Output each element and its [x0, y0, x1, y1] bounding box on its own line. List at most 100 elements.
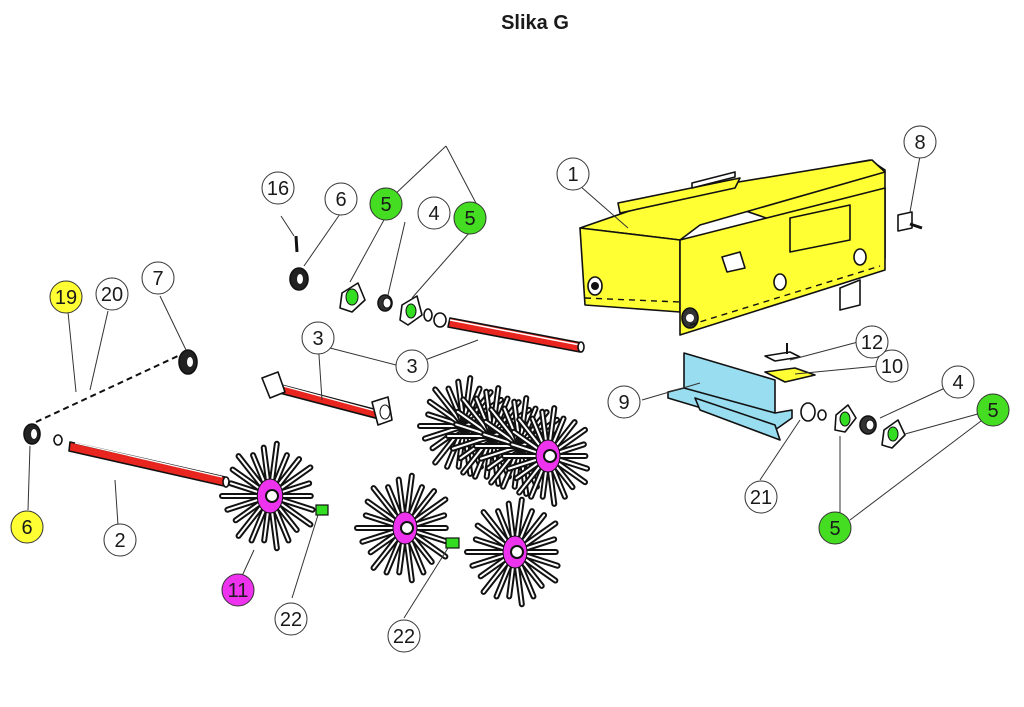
- callout-number: 3: [406, 356, 417, 378]
- callout-number: 6: [335, 189, 346, 211]
- callout-circle: [976, 393, 1010, 427]
- callout-number: 10: [881, 356, 903, 378]
- callout-number: 1: [567, 164, 578, 186]
- spacer-middle: [445, 537, 460, 549]
- callout-5: 5: [369, 187, 403, 221]
- callout-7: 7: [141, 261, 175, 295]
- callout-circle: [369, 187, 403, 221]
- callout-2: 2: [103, 523, 137, 557]
- rotor-bore: [543, 449, 557, 463]
- callout-number: 4: [952, 372, 963, 394]
- sprocket-small-left: [23, 423, 63, 446]
- sprocket-large: [178, 349, 198, 375]
- rotor-bore: [400, 521, 414, 535]
- callout-circle: [221, 573, 255, 607]
- callout-10: 10: [875, 349, 909, 383]
- chain: [35, 354, 181, 423]
- middle-shaft: [261, 371, 393, 426]
- callout-circle: [453, 201, 487, 235]
- leader-lines: [27, 145, 986, 619]
- callout-number: 22: [280, 609, 302, 631]
- callout-number: 19: [55, 287, 77, 309]
- callout-19: 19: [49, 280, 83, 314]
- callout-22: 22: [274, 602, 308, 636]
- callout-number: 5: [987, 400, 998, 422]
- callout-1: 1: [556, 157, 590, 191]
- callout-number: 5: [464, 208, 475, 230]
- flange-bearing-lower-right: [881, 419, 906, 449]
- callout-circle: [941, 365, 975, 399]
- callout-number: 11: [228, 580, 249, 602]
- callout-number: 21: [750, 487, 772, 509]
- callout-number: 22: [393, 626, 415, 648]
- callout-circle: [903, 125, 937, 159]
- figure-title: Slika G: [501, 12, 569, 34]
- callout-number: 8: [914, 132, 925, 154]
- callout-4: 4: [417, 196, 451, 230]
- callout-circle: [417, 196, 451, 230]
- spacer-left: [315, 504, 329, 516]
- callout-circle: [875, 349, 909, 383]
- washer-set-upper: [423, 308, 447, 328]
- angle-plate: [667, 352, 793, 441]
- callout-circle: [274, 602, 308, 636]
- long-shaft: [68, 441, 230, 488]
- callout-number: 5: [829, 518, 840, 540]
- rotor-bore: [510, 545, 524, 559]
- callout-circle: [49, 280, 83, 314]
- callout-6: 6: [324, 182, 358, 216]
- tine-rotor: [354, 472, 451, 584]
- frame-housing: [579, 159, 886, 336]
- flange-bearing-upper-left: [339, 282, 366, 313]
- callout-8: 8: [903, 125, 937, 159]
- callout-number: 5: [380, 194, 391, 216]
- callout-number: 4: [428, 203, 439, 225]
- callout-4: 4: [941, 365, 975, 399]
- callout-circle: [95, 277, 129, 311]
- callout-number: 9: [618, 392, 629, 414]
- tine-rotors: [219, 375, 591, 608]
- callout-number: 7: [152, 268, 163, 290]
- flange-bearing-upper-right: [399, 295, 423, 326]
- callout-circle: [324, 182, 358, 216]
- tine-rotor: [219, 440, 316, 552]
- callout-3: 3: [395, 349, 429, 383]
- callout-circle: [10, 510, 44, 544]
- bearing-lower: [859, 415, 877, 435]
- callout-circle: [103, 523, 137, 557]
- rotor-bore: [265, 489, 279, 503]
- bolt-part: [294, 235, 299, 253]
- callout-22: 22: [387, 619, 421, 653]
- callout-number: 2: [114, 530, 125, 552]
- callout-9: 9: [607, 385, 641, 419]
- callout-20: 20: [95, 277, 129, 311]
- callout-3: 3: [301, 321, 335, 355]
- callout-12: 12: [855, 325, 889, 359]
- callout-circle: [301, 321, 335, 355]
- callout-circle: [556, 157, 590, 191]
- tine-rotor: [417, 375, 591, 507]
- callout-number: 16: [267, 178, 289, 200]
- callout-11: 11: [221, 573, 255, 607]
- flange-bearing-lower-left: [834, 404, 857, 433]
- callout-5: 5: [453, 201, 487, 235]
- bracket-part: [897, 211, 923, 232]
- callout-6: 6: [10, 510, 44, 544]
- callout-16: 16: [261, 171, 295, 205]
- callout-circle: [744, 480, 778, 514]
- callout-5: 5: [976, 393, 1010, 427]
- callout-circle: [395, 349, 429, 383]
- callout-circle: [261, 171, 295, 205]
- washer-lower: [800, 402, 827, 422]
- callout-circle: [818, 511, 852, 545]
- callout-21: 21: [744, 480, 778, 514]
- upper-shaft: [447, 317, 585, 353]
- callout-number: 3: [312, 328, 323, 350]
- small-plate: [764, 367, 816, 383]
- sprocket-small-upper: [289, 267, 309, 291]
- callout-5: 5: [818, 511, 852, 545]
- callout-number: 6: [21, 517, 32, 539]
- callout-number: 12: [861, 332, 883, 354]
